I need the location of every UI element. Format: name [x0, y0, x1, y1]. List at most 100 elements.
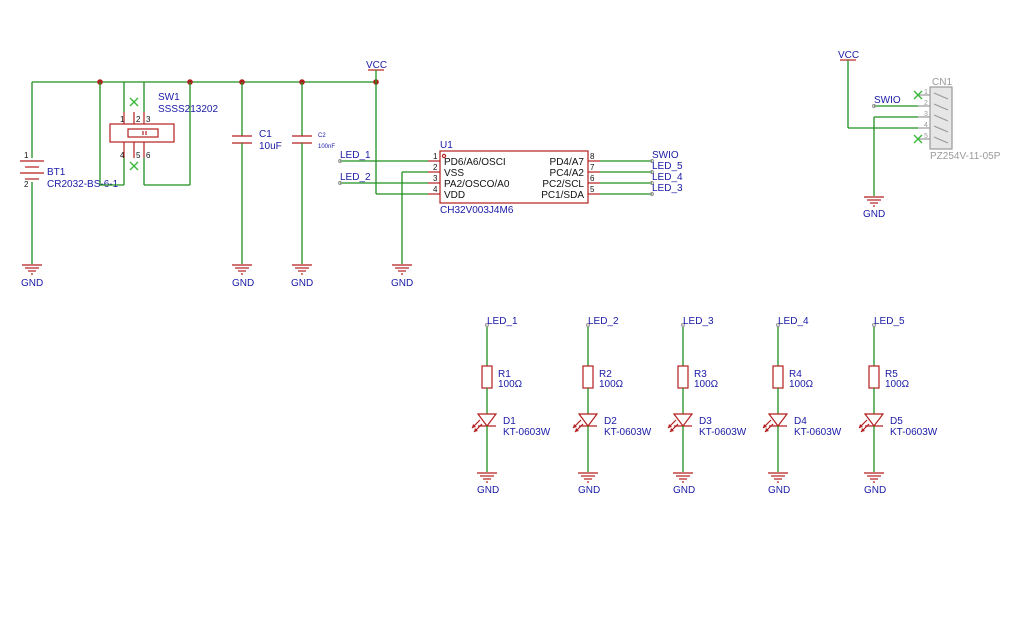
led-channel-2: LED_2 R2 100Ω D2 KT-0603W GND — [572, 316, 652, 496]
sw1-pin1: 1 — [120, 115, 125, 124]
r3-value: 100Ω — [694, 379, 719, 390]
top-power-rail — [32, 79, 379, 85]
u1-pin8-name: PD4/A7 — [550, 157, 585, 168]
r4-ref: R4 — [789, 369, 802, 380]
u1-pin1-name: PD6/A6/OSCI — [444, 157, 506, 168]
r4-value: 100Ω — [789, 379, 814, 390]
r2-value: 100Ω — [599, 379, 624, 390]
gnd-label-led2: GND — [578, 485, 600, 496]
d5-value: KT-0603W — [890, 427, 938, 438]
gnd-label-cn1: GND — [863, 209, 885, 220]
d3-ref: D3 — [699, 416, 712, 427]
c2-value: 100nF — [318, 144, 335, 150]
bt1-ref: BT1 — [47, 167, 66, 178]
cn1-pin4: 4 — [924, 122, 928, 129]
gnd-label-u1: GND — [391, 278, 413, 289]
r5-value: 100Ω — [885, 379, 910, 390]
sw1-pin2: 2 — [136, 115, 141, 124]
vcc-symbol-main: VCC — [366, 60, 387, 82]
d4-value: KT-0603W — [794, 427, 842, 438]
net-label-led4-u1: LED_4 — [652, 172, 683, 183]
u1-pin4-num: 4 — [433, 185, 438, 194]
gnd-symbol-c1: GND — [232, 264, 254, 289]
led-channel-1: LED_1 R1 100Ω D1 KT-0603W GND — [471, 316, 551, 496]
bt1-pin2: 2 — [24, 180, 29, 189]
cn1-ref: CN1 — [932, 77, 952, 88]
u1-pin5-num: 5 — [590, 185, 595, 194]
gnd-symbol-bt1: GND — [21, 264, 43, 289]
sw1-ref: SW1 — [158, 92, 180, 103]
u1-ref: U1 — [440, 140, 453, 151]
r1-ref: R1 — [498, 369, 511, 380]
cn1-pin1: 1 — [924, 89, 928, 96]
net-label-led1-u1: LED_1 — [340, 150, 371, 161]
u1-pin3-num: 3 — [433, 174, 438, 183]
net-label-led2-u1: LED_2 — [340, 172, 371, 183]
net-label-led3-u1: LED_3 — [652, 183, 683, 194]
u1-pin6-num: 6 — [590, 174, 595, 183]
d1-value: KT-0603W — [503, 427, 551, 438]
d3-value: KT-0603W — [699, 427, 747, 438]
bt1-value: CR2032-BS-6-1 — [47, 179, 119, 190]
u1-pin3-name: PA2/OSCO/A0 — [444, 179, 510, 190]
battery-bt1: 1 2 BT1 CR2032-BS-6-1 — [20, 82, 119, 264]
led-channel-5: LED_5 R5 100Ω D5 KT-0603W GND — [858, 316, 938, 496]
u1-pin6-name: PC2/SCL — [542, 179, 584, 190]
cn1-pin5: 5 — [924, 133, 928, 140]
mcu-u1: 1 2 3 4 8 7 6 5 PD6/A6/OSCI VSS PA2/OSCO… — [428, 140, 600, 216]
gnd-label-c2: GND — [291, 278, 313, 289]
c1-value: 10uF — [259, 141, 282, 152]
r3-ref: R3 — [694, 369, 707, 380]
sw1-pin4: 4 — [120, 151, 125, 160]
vcc-label-cn1: VCC — [838, 50, 859, 61]
u1-pin8-num: 8 — [590, 152, 595, 161]
u1-pin5-name: PC1/SDA — [541, 190, 584, 201]
bt1-pin1: 1 — [24, 151, 29, 160]
gnd-symbol-u1: GND — [391, 264, 413, 289]
d5-ref: D5 — [890, 416, 903, 427]
d2-value: KT-0603W — [604, 427, 652, 438]
net-label-swio-u1: SWIO — [652, 150, 679, 161]
gnd-label-bt1: GND — [21, 278, 43, 289]
u1-pin7-name: PC4/A2 — [550, 168, 585, 179]
net-label-led5-u1: LED_5 — [652, 161, 683, 172]
vcc-symbol-cn1: VCC — [838, 50, 859, 128]
cn1-pin3: 3 — [924, 111, 928, 118]
cn1-pin2: 2 — [924, 100, 928, 107]
gnd-label-led3: GND — [673, 485, 695, 496]
led-channel-3: LED_3 R3 100Ω D3 KT-0603W GND — [667, 316, 747, 496]
led5-net-label: LED_5 — [874, 316, 905, 327]
net-label-swio-cn1: SWIO — [874, 95, 901, 106]
u1-pin4-name: VDD — [444, 190, 465, 201]
gnd-label-led4: GND — [768, 485, 790, 496]
connector-cn1: CN1 1 2 3 4 5 PZ254V-11-05P — [913, 77, 1001, 162]
led-channel-4: LED_4 R4 100Ω D4 KT-0603W GND — [762, 316, 842, 496]
u1-value: CH32V003J4M6 — [440, 205, 514, 216]
vcc-label-main: VCC — [366, 60, 387, 71]
u1-pin2-num: 2 — [433, 163, 438, 172]
led3-net-label: LED_3 — [683, 316, 714, 327]
gnd-label-led5: GND — [864, 485, 886, 496]
r5-ref: R5 — [885, 369, 898, 380]
d2-ref: D2 — [604, 416, 617, 427]
capacitor-c2: C2 100nF — [292, 82, 335, 264]
c2-ref: C2 — [318, 133, 326, 139]
cn1-value: PZ254V-11-05P — [930, 151, 1001, 162]
sw1-wires — [99, 82, 191, 186]
gnd-symbol-cn1: GND — [863, 196, 885, 220]
led2-net-label: LED_2 — [588, 316, 619, 327]
gnd-label-c1: GND — [232, 278, 254, 289]
capacitor-c1: C1 10uF — [232, 82, 282, 264]
c1-ref: C1 — [259, 129, 272, 140]
r1-value: 100Ω — [498, 379, 523, 390]
d1-ref: D1 — [503, 416, 516, 427]
gnd-symbol-c2: GND — [291, 264, 313, 289]
u1-right-wires: SWIO LED_5 LED_4 LED_3 — [600, 150, 683, 197]
switch-sw1: 1 2 3 4 5 6 SW1 SSSS213202 — [109, 92, 218, 171]
gnd-label-led1: GND — [477, 485, 499, 496]
u1-pin7-num: 7 — [590, 163, 595, 172]
u1-left-wires: LED_1 LED_2 — [337, 82, 428, 264]
d4-ref: D4 — [794, 416, 807, 427]
led4-net-label: LED_4 — [778, 316, 809, 327]
